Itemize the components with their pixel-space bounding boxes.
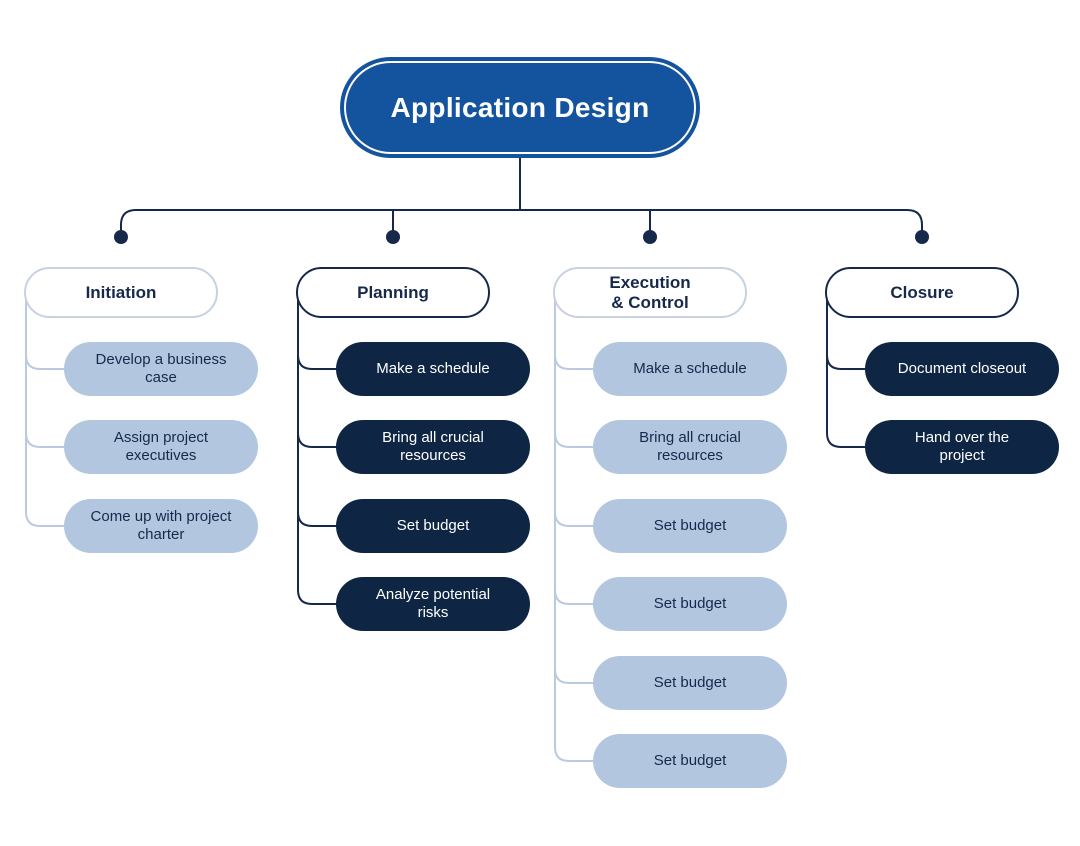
task-node-planning-4[interactable]: Analyze potential risks: [336, 577, 530, 631]
task-node-execution-control-6[interactable]: Set budget: [593, 734, 787, 788]
task-node-label: Set budget: [653, 594, 727, 612]
task-node-label: Make a schedule: [376, 359, 490, 377]
task-link-line: [554, 296, 599, 527]
task-node-initiation-2[interactable]: Assign project executives: [64, 420, 258, 474]
branch-header-planning[interactable]: Planning: [296, 267, 490, 318]
task-node-label: Develop a business case: [95, 350, 227, 386]
branch-header-closure[interactable]: Closure: [825, 267, 1019, 318]
task-node-label: Make a schedule: [633, 359, 747, 377]
connector-dot: [386, 230, 400, 244]
task-node-execution-control-5[interactable]: Set budget: [593, 656, 787, 710]
branch-header-execution-control[interactable]: Execution & Control: [553, 267, 747, 318]
task-node-label: Set budget: [653, 751, 727, 769]
task-node-label: Come up with project charter: [90, 507, 232, 543]
task-link-line: [25, 296, 70, 527]
task-node-label: Bring all crucial resources: [382, 428, 484, 464]
connector-dot: [643, 230, 657, 244]
root-node[interactable]: Application Design: [340, 57, 700, 158]
task-node-label: Set budget: [653, 673, 727, 691]
task-node-label: Set budget: [396, 516, 470, 534]
task-link-line: [554, 296, 599, 684]
root-node-label: Application Design: [390, 91, 650, 123]
branch-header-label: Planning: [357, 282, 429, 302]
task-node-label: Assign project executives: [113, 428, 209, 464]
task-node-planning-3[interactable]: Set budget: [336, 499, 530, 553]
branch-header-label: Execution & Control: [609, 272, 691, 312]
task-node-label: Set budget: [653, 516, 727, 534]
task-node-planning-1[interactable]: Make a schedule: [336, 342, 530, 396]
task-node-label: Document closeout: [897, 359, 1027, 377]
task-link-line: [297, 296, 342, 527]
task-node-closure-2[interactable]: Hand over the project: [865, 420, 1059, 474]
branch-header-label: Closure: [890, 282, 954, 302]
task-node-execution-control-2[interactable]: Bring all crucial resources: [593, 420, 787, 474]
branch-rail-line: [120, 209, 923, 231]
task-node-closure-1[interactable]: Document closeout: [865, 342, 1059, 396]
branch-header-initiation[interactable]: Initiation: [24, 267, 218, 318]
task-node-execution-control-1[interactable]: Make a schedule: [593, 342, 787, 396]
task-link-line: [826, 296, 871, 448]
task-node-label: Bring all crucial resources: [639, 428, 741, 464]
task-node-execution-control-3[interactable]: Set budget: [593, 499, 787, 553]
task-node-label: Hand over the project: [914, 428, 1010, 464]
task-node-planning-2[interactable]: Bring all crucial resources: [336, 420, 530, 474]
connector-dot: [114, 230, 128, 244]
task-node-initiation-3[interactable]: Come up with project charter: [64, 499, 258, 553]
connector-dot: [915, 230, 929, 244]
task-link-line: [554, 296, 599, 762]
task-node-label: Analyze potential risks: [375, 585, 491, 621]
task-node-initiation-1[interactable]: Develop a business case: [64, 342, 258, 396]
task-link-line: [297, 296, 342, 605]
branch-header-label: Initiation: [85, 282, 157, 302]
task-node-execution-control-4[interactable]: Set budget: [593, 577, 787, 631]
